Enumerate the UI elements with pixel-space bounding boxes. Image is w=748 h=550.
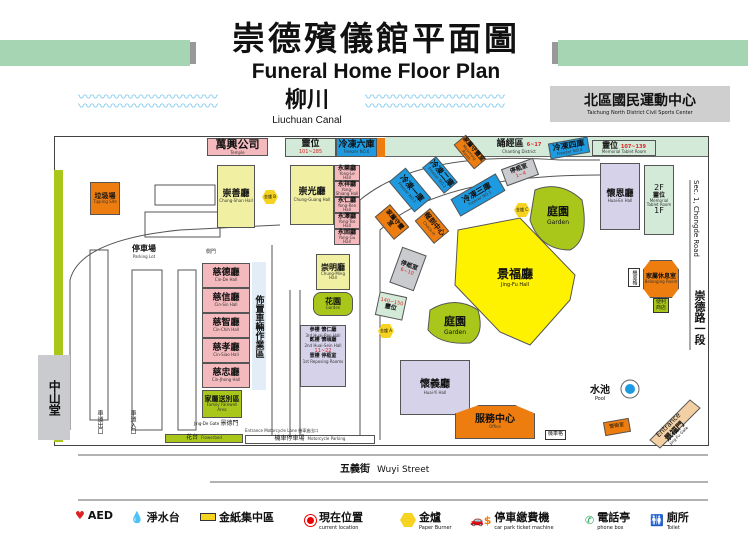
entrance-gate-shape [649, 399, 701, 449]
lane-entry: 車道入口 [129, 410, 136, 434]
aed-icon: ♥ [75, 509, 85, 522]
water-drop-icon: 💧 [130, 510, 144, 524]
jing-fu-hall-shape [454, 217, 576, 346]
canal-waves-left: 〰〰〰〰〰〰〰〰〰〰〰〰〰〰〰〰〰〰〰〰 [78, 94, 218, 114]
toilet-icon: 🚻 [650, 513, 664, 527]
title-bar-left [0, 40, 190, 66]
parking-machine-icon: 🚗$ [470, 513, 492, 527]
legend-aed: ♥AED [75, 509, 114, 522]
paper-zone-icon [200, 513, 216, 521]
chongde-road-en: Sec. 1, Chongde Road [692, 180, 700, 257]
legend-paper-zone: 金紙集中區 [200, 509, 274, 525]
paper-burner-a: 金爐 A [378, 324, 394, 338]
garden-1-shape [529, 186, 585, 251]
phone-icon: ✆ [585, 513, 595, 527]
paper-burner-icon [400, 513, 416, 527]
moto-space-office: 機車格 [545, 430, 567, 440]
legend-water: 💧淨水台 [130, 510, 180, 525]
side-gate: 側門 [206, 249, 217, 255]
current-location-icon [305, 514, 316, 526]
title-zh: 崇德殯儀館平面圖 [232, 19, 520, 58]
convenience-store: 便利商店 [653, 298, 669, 313]
zhongshan-hall: 中山堂 [38, 355, 70, 440]
motorcycle-lane: Entrance Motorcycle Lane 機車進出口 [245, 428, 319, 433]
vehicle-work-area: 佈置車輛作業區 [252, 262, 266, 390]
title-en: Funeral Home Floor Plan [251, 60, 501, 83]
jing-de-gate: Jing-De Gate 景德門 [194, 420, 239, 427]
sports-center: 北區國民運動中心 Taichung North District Civil S… [550, 86, 730, 122]
parking-stalls [89, 184, 221, 431]
paper-burner-c: 金爐 C [514, 203, 530, 217]
garden-2-shape [427, 302, 481, 344]
lane-exit: 車道出口 [96, 410, 103, 434]
moto-space-east: 機車格 [628, 268, 640, 287]
canal-en: Liuchuan Canal [272, 115, 342, 126]
west-green-strip [54, 170, 63, 442]
sports-center-en: Taichung North District Civil Sports Cen… [587, 110, 693, 116]
wuyi-street: 五義街 Wuyi Street [340, 464, 430, 475]
sports-center-zh: 北區國民運動中心 [584, 93, 696, 109]
chongde-road-zh: 崇德路一段 [693, 290, 706, 345]
pool-water [625, 384, 635, 394]
canal-waves-right: 〰〰〰〰〰〰〰〰〰〰〰〰〰〰〰〰〰〰〰〰 [365, 94, 505, 114]
title-bar-right [558, 40, 748, 66]
paper-burner-b: 金爐 B [262, 190, 278, 204]
canal-zh: 柳川 [284, 88, 329, 113]
